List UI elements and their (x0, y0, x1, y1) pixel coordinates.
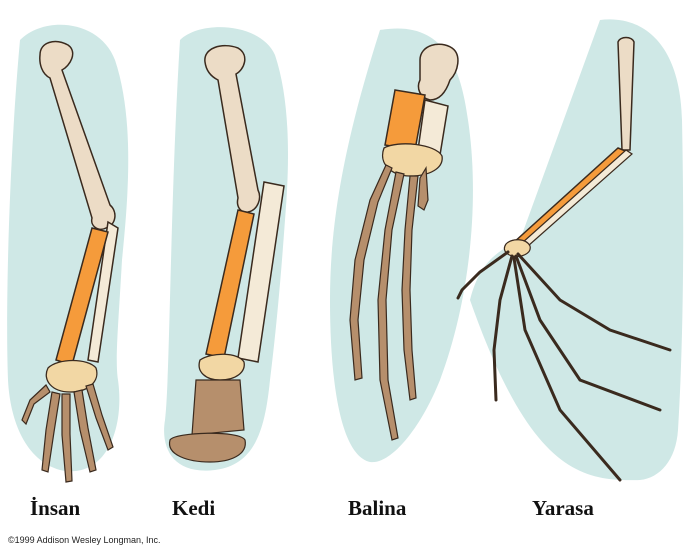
human-humerus (39, 40, 116, 230)
copyright-credit: ©1999 Addison Wesley Longman, Inc. (8, 535, 161, 545)
bat-wing-membrane (470, 19, 684, 481)
bat-limb (456, 19, 684, 482)
label-bat: Yarasa (532, 496, 594, 520)
cat-paw (169, 379, 246, 463)
label-cat: Kedi (172, 496, 216, 520)
whale-finger-1 (349, 164, 393, 381)
human-ulna (87, 220, 119, 363)
bat-humerus (617, 36, 635, 151)
cat-limb (164, 27, 288, 471)
human-limb (7, 24, 129, 483)
whale-finger-4 (417, 166, 429, 211)
cat-carpals (198, 353, 245, 381)
bat-finger-3 (514, 254, 662, 412)
human-finger-2 (61, 393, 73, 483)
bat-thumb (456, 250, 510, 300)
bat-finger-4 (516, 252, 672, 352)
bat-finger-2 (492, 254, 514, 402)
human-fingers (21, 383, 114, 483)
human-finger-1 (41, 391, 61, 473)
cat-humerus (204, 44, 261, 213)
label-human: İnsan (30, 496, 81, 520)
bat-finger-5 (512, 256, 622, 482)
cat-ulna (237, 181, 285, 363)
bat-fingers (456, 250, 672, 482)
cat-toes (169, 432, 246, 463)
cat-metacarpals (191, 379, 245, 436)
bat-carpals (503, 239, 531, 258)
human-finger-3 (73, 389, 97, 473)
whale-fingers (349, 164, 429, 441)
whale-carpals (382, 143, 443, 177)
whale-finger-2 (377, 171, 405, 441)
human-thumb (21, 384, 51, 426)
label-whale: Balina (348, 496, 407, 520)
whale-limb (330, 28, 473, 463)
human-finger-4 (85, 383, 114, 451)
whale-finger-3 (401, 175, 419, 401)
